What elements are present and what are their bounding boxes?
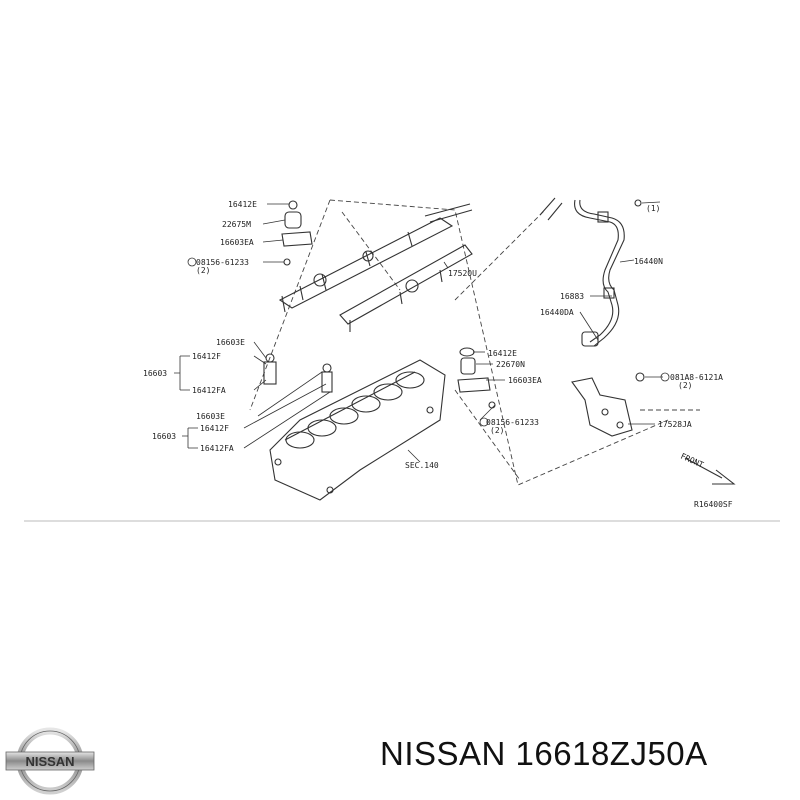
label-16603ea-right: 16603EA <box>508 376 542 385</box>
label-08156-61233-left: 08156-61233 <box>196 258 249 267</box>
regulator-left <box>281 200 313 266</box>
nissan-logo-icon: NISSAN <box>5 727 95 795</box>
label-16412fa-left: 16412FA <box>192 386 226 395</box>
fuel-rail-upper <box>278 203 473 313</box>
label-16412f-lower: 16412F <box>200 424 229 433</box>
label-16603-left: 16603 <box>143 369 167 378</box>
logo-text: NISSAN <box>25 754 74 769</box>
leader-lines <box>174 201 663 463</box>
label-qty-right: (2) <box>490 426 504 435</box>
label-16603e-lower: 16603E <box>196 412 225 421</box>
label-22675m: 22675M <box>222 220 251 229</box>
part-number-caption: NISSAN 16618ZJ50A <box>380 735 708 772</box>
label-16412fa-lower: 16412FA <box>200 444 234 453</box>
label-qty-hose: (1) <box>646 204 660 213</box>
dashed-guides <box>249 199 700 486</box>
label-qty-left: (2) <box>196 266 210 275</box>
label-16603e-left: 16603E <box>216 338 245 347</box>
diagram-labels: 16412E 22675M 16603EA 08156-61233 (2) 17… <box>143 200 733 509</box>
label-16440n: 16440N <box>634 257 663 266</box>
label-qty-bracket: (2) <box>678 381 692 390</box>
label-16883: 16883 <box>560 292 584 301</box>
label-16412f-left: 16412F <box>192 352 221 361</box>
label-16412e-right: 16412E <box>488 349 517 358</box>
label-081a8-6121a: 081A8-6121A <box>670 373 723 382</box>
label-16412e-top: 16412E <box>228 200 257 209</box>
intake-manifold <box>269 359 446 501</box>
fuel-hose <box>539 197 642 347</box>
label-16440da: 16440DA <box>540 308 574 317</box>
label-16603ea-left: 16603EA <box>220 238 254 247</box>
label-17528ja: 17528JA <box>658 420 692 429</box>
label-08156-61233-right: 08156-61233 <box>486 418 539 427</box>
label-16603-lower: 16603 <box>152 432 176 441</box>
label-17520u: 17520U <box>448 269 477 278</box>
front-arrow <box>684 457 736 485</box>
injectors-left <box>263 353 333 393</box>
bracket <box>571 372 645 437</box>
fuel-rail-lower <box>339 244 473 332</box>
label-figure-id: R16400SF <box>694 500 733 509</box>
label-front: FRONT <box>679 452 705 470</box>
label-sec-140: SEC.140 <box>405 461 439 470</box>
label-22670n: 22670N <box>496 360 525 369</box>
